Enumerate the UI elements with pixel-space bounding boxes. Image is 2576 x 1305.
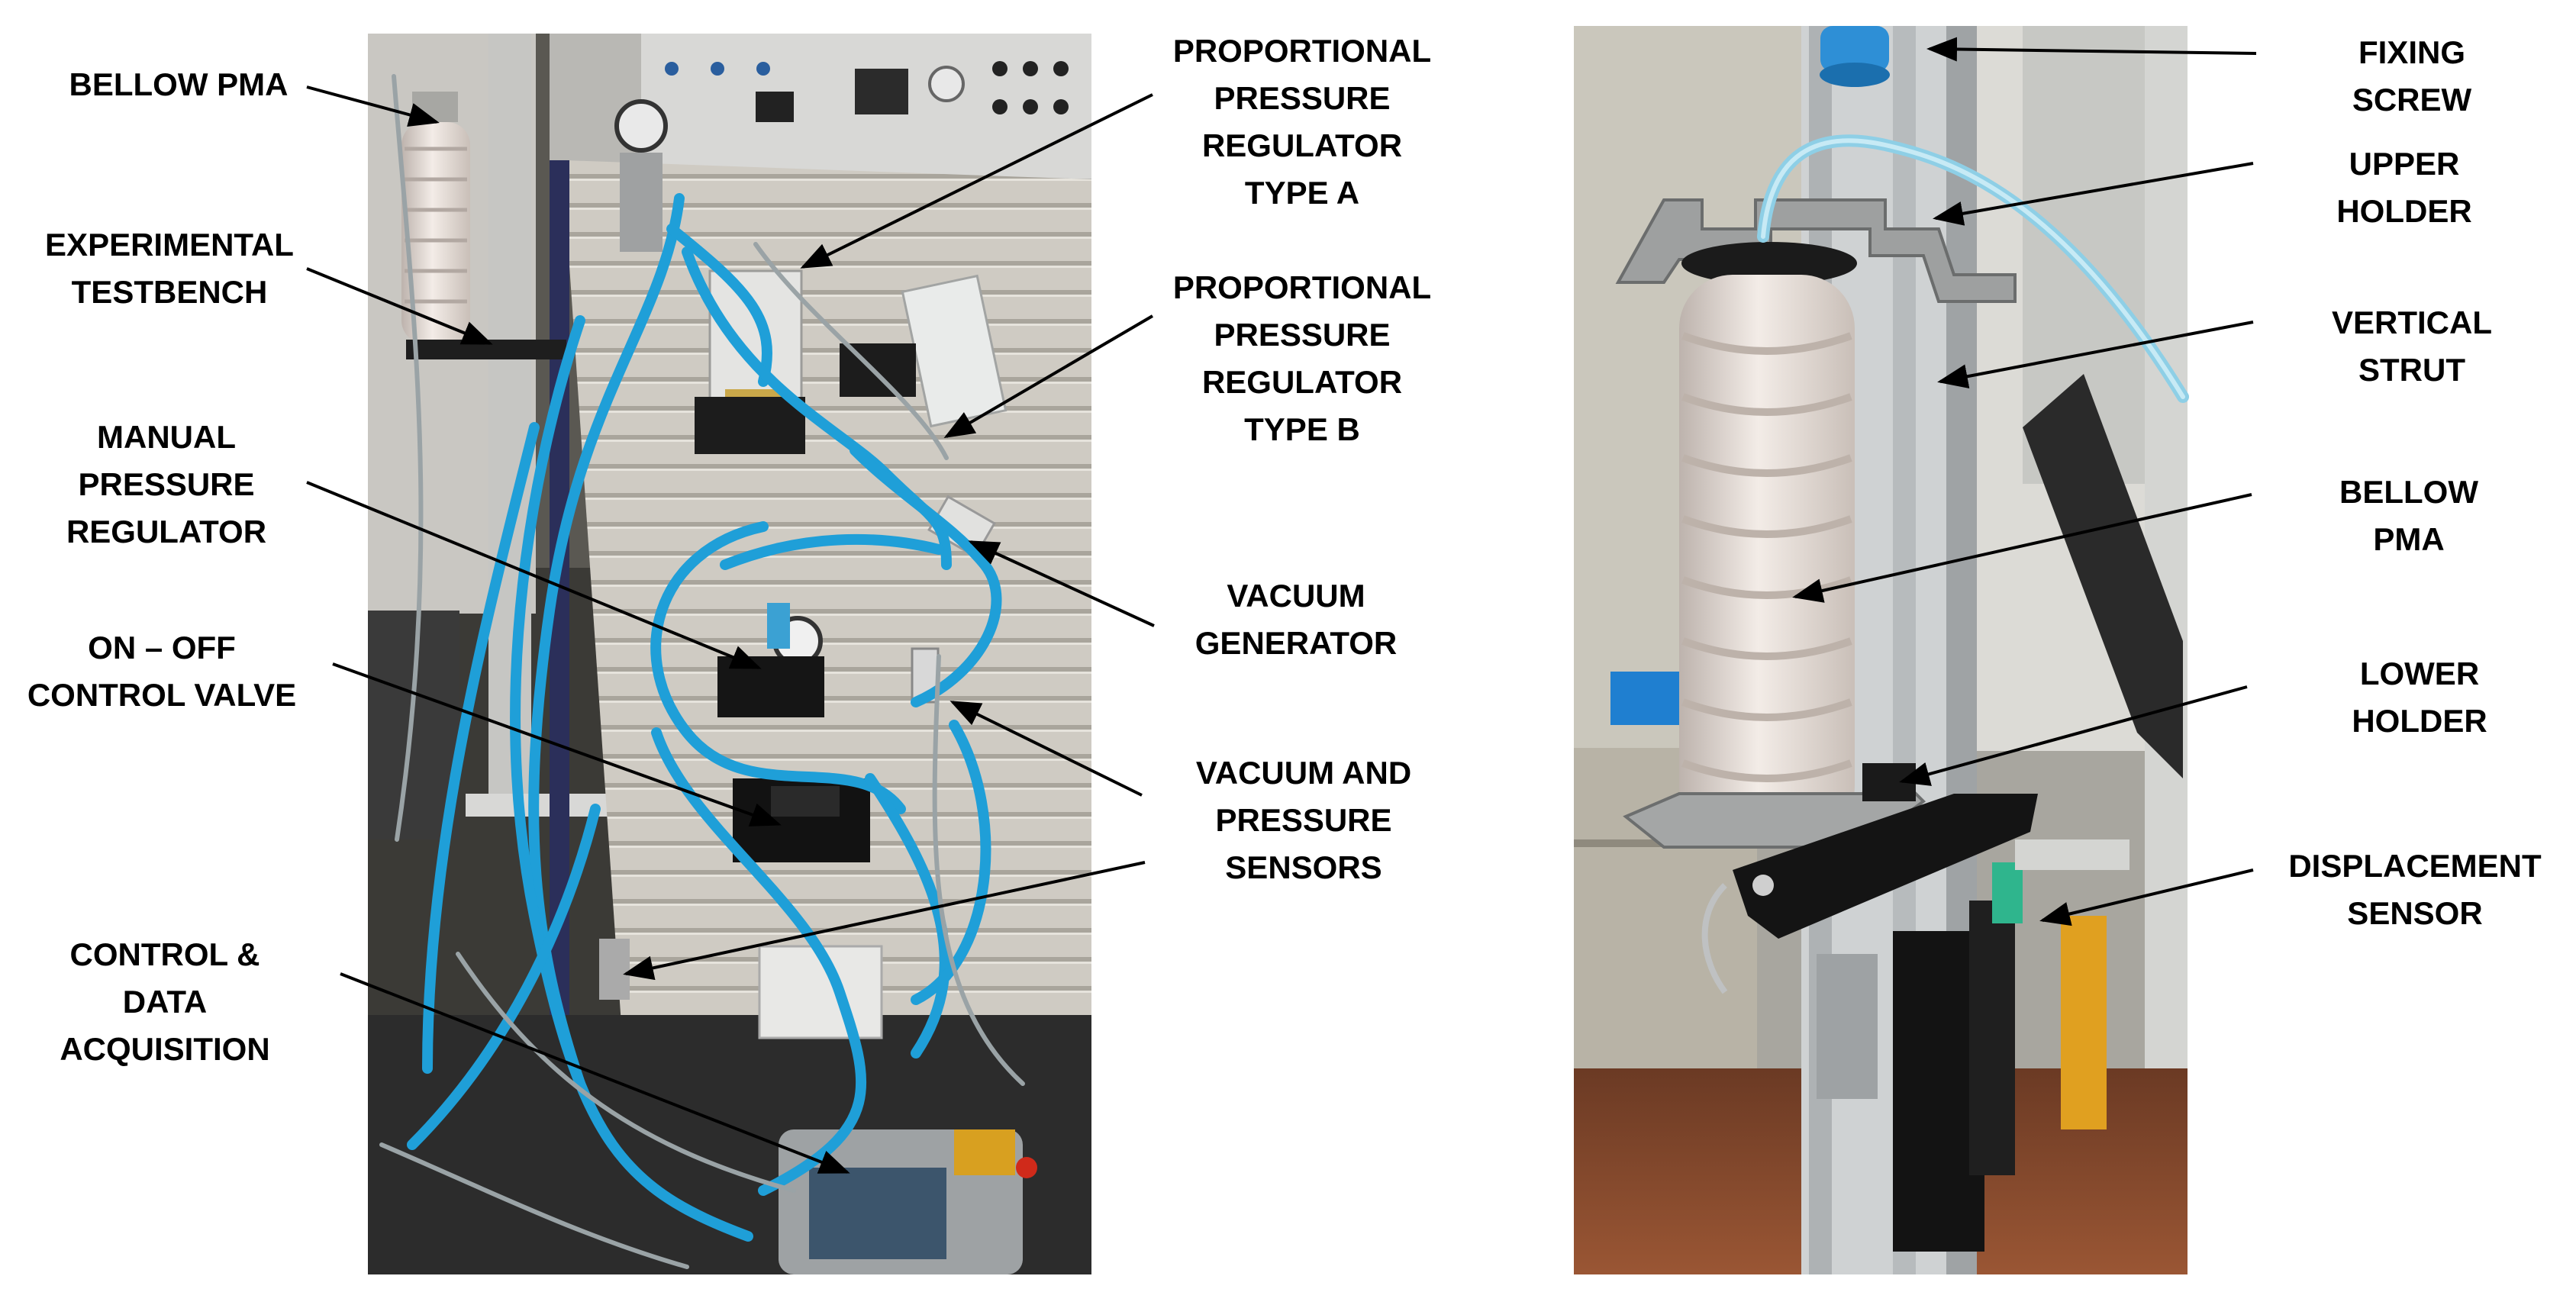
arrow-vacuum-pressure-sensors-2 [623, 861, 1146, 981]
bellow-pma-left-photo [401, 122, 470, 343]
arrow-vacuum-generator [968, 540, 1155, 627]
arrow-control-data-acquisition [340, 972, 850, 1174]
label-vacuum-pressure-sensors: VACUUM AND PRESSURE SENSORS [1195, 755, 1412, 885]
arrow-manual-pressure-regulator [306, 481, 762, 669]
label-vertical-strut: VERTICAL STRUT [2332, 304, 2492, 388]
label-fixing-screw: FIXING SCREW [2352, 34, 2472, 118]
label-control-data-acquisition: CONTROL & DATA ACQUISITION [60, 936, 270, 1067]
arrow-regulator-type-a [800, 93, 1153, 269]
arrow-fixing-screw [1926, 37, 2257, 62]
label-bellow-pma: BELLOW PMA [69, 66, 289, 102]
label-bellow-pma-right: BELLOW PMA [2339, 474, 2478, 557]
arrow-upper-holder [1933, 162, 2254, 226]
arrow-displacement-sensor [2039, 868, 2254, 926]
label-experimental-testbench: EXPERIMENTAL TESTBENCH [45, 227, 294, 310]
arrow-lower-holder [1899, 685, 2248, 786]
label-upper-holder: UPPER HOLDER [2336, 146, 2472, 229]
bellow-pma-right-photo [1679, 275, 1855, 839]
label-manual-pressure-regulator: MANUAL PRESSURE REGULATOR [66, 419, 267, 549]
arrow-vacuum-pressure-sensors-1 [949, 701, 1143, 797]
label-vacuum-generator: VACUUM GENERATOR [1195, 578, 1398, 661]
label-regulator-type-a: PROPORTIONAL PRESSURE REGULATOR TYPE A [1172, 33, 1432, 211]
arrow-bellow-pma-right [1792, 493, 2252, 603]
label-displacement-sensor: DISPLACEMENT SENSOR [2288, 848, 2542, 931]
arrow-regulator-type-b [943, 314, 1154, 439]
left-photo [368, 34, 1091, 1274]
label-lower-holder: LOWER HOLDER [2352, 656, 2487, 739]
arrow-vertical-strut [1937, 321, 2254, 388]
right-photo [1574, 26, 2189, 1274]
label-regulator-type-b: PROPORTIONAL PRESSURE REGULATOR TYPE B [1172, 269, 1432, 447]
arrow-bellow-pma [306, 85, 440, 127]
arrow-experimental-testbench [306, 267, 493, 345]
arrow-on-off-control-valve [332, 662, 782, 826]
label-on-off-control-valve: ON – OFF CONTROL VALVE [27, 630, 297, 713]
